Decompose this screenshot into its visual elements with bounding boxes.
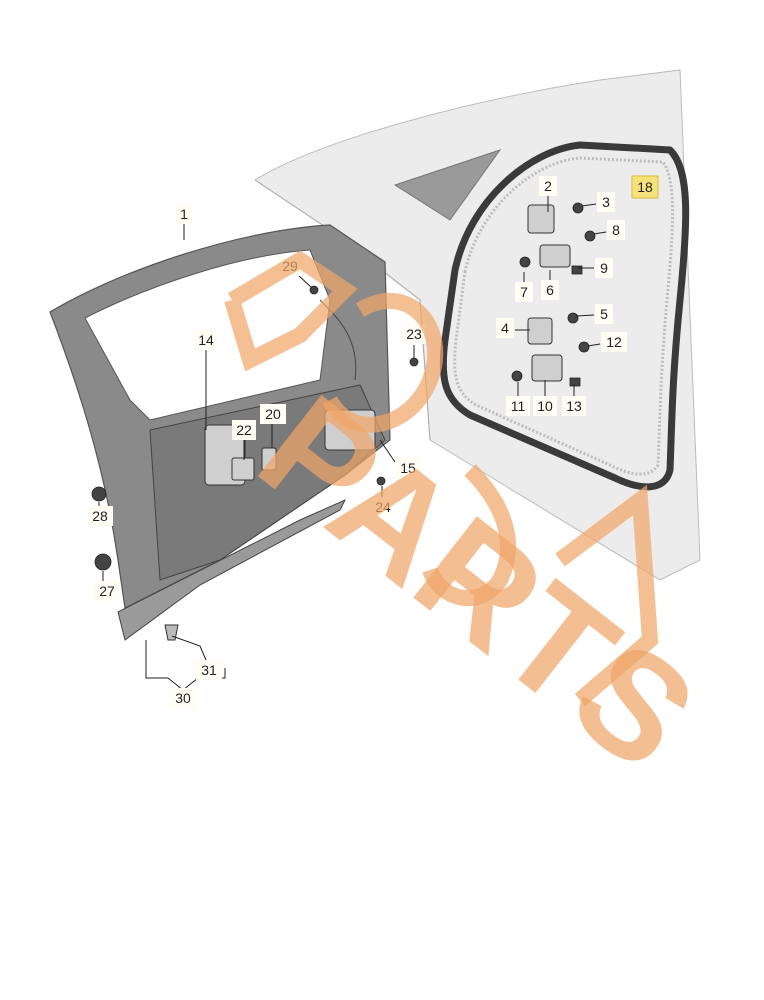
callout-30: 30	[170, 688, 196, 708]
callout-28: 28	[87, 506, 113, 526]
watermark-shape	[224, 250, 358, 372]
callout-22: 22	[232, 420, 256, 440]
callout-label: 5	[600, 306, 608, 322]
callout-label: 6	[546, 282, 554, 298]
callout-3: 3	[597, 192, 615, 212]
callout-label: 28	[92, 508, 108, 524]
callout-7: 7	[515, 282, 533, 302]
callout-label: 10	[537, 398, 553, 414]
screws	[91, 202, 596, 641]
callout-9: 9	[595, 258, 613, 278]
callout-label: 24	[375, 499, 391, 515]
callout-13: 13	[562, 396, 586, 416]
callout-23: 23	[402, 324, 426, 344]
callout-label: 23	[406, 326, 422, 342]
callout-label: 27	[99, 583, 115, 599]
callout-4: 4	[496, 318, 514, 338]
door-seal	[439, 141, 690, 491]
callout-label: 20	[265, 406, 281, 422]
callout-label: 9	[600, 260, 608, 276]
callout-label: 11	[511, 398, 526, 414]
callout-14: 14	[194, 330, 218, 350]
callout-10: 10	[533, 396, 557, 416]
callout-label: 4	[501, 320, 509, 336]
callout-2: 2	[539, 176, 557, 196]
callout-8: 8	[607, 220, 625, 240]
callout-11: 11	[506, 396, 530, 416]
callout-1: 1	[175, 204, 193, 224]
callout-label: 2	[544, 178, 552, 194]
callout-label: 13	[566, 398, 582, 414]
callout-24: 24	[371, 497, 395, 517]
callout-label: 8	[612, 222, 620, 238]
callout-label: 14	[198, 332, 214, 348]
callout-label: 30	[175, 690, 191, 706]
callout-5: 5	[595, 304, 613, 324]
callout-label: 1	[180, 206, 188, 222]
callout-6: 6	[541, 280, 559, 300]
callout-27: 27	[94, 581, 120, 601]
watermark-shape	[422, 464, 516, 606]
callout-label: 12	[606, 334, 622, 350]
callout-31: 31	[196, 660, 222, 680]
watermark-shape	[322, 292, 444, 433]
callout-label: 15	[400, 460, 416, 476]
callout-label: 3	[602, 194, 610, 210]
leader-lines	[98, 196, 607, 691]
callout-12: 12	[601, 332, 627, 352]
sill-trim	[117, 498, 347, 641]
callout-15: 15	[396, 458, 420, 478]
callout-label: 18	[637, 179, 653, 195]
callout-18: 18	[631, 175, 659, 199]
callout-label: 7	[520, 284, 528, 300]
watermark-shape	[555, 484, 659, 707]
callout-20: 20	[260, 404, 286, 424]
callout-label: 31	[201, 662, 217, 678]
callout-label: 22	[236, 422, 252, 438]
callouts: 1 2 3 4 5 6 7 8 9 10 11 12 13 14 15 18 2…	[87, 175, 659, 708]
